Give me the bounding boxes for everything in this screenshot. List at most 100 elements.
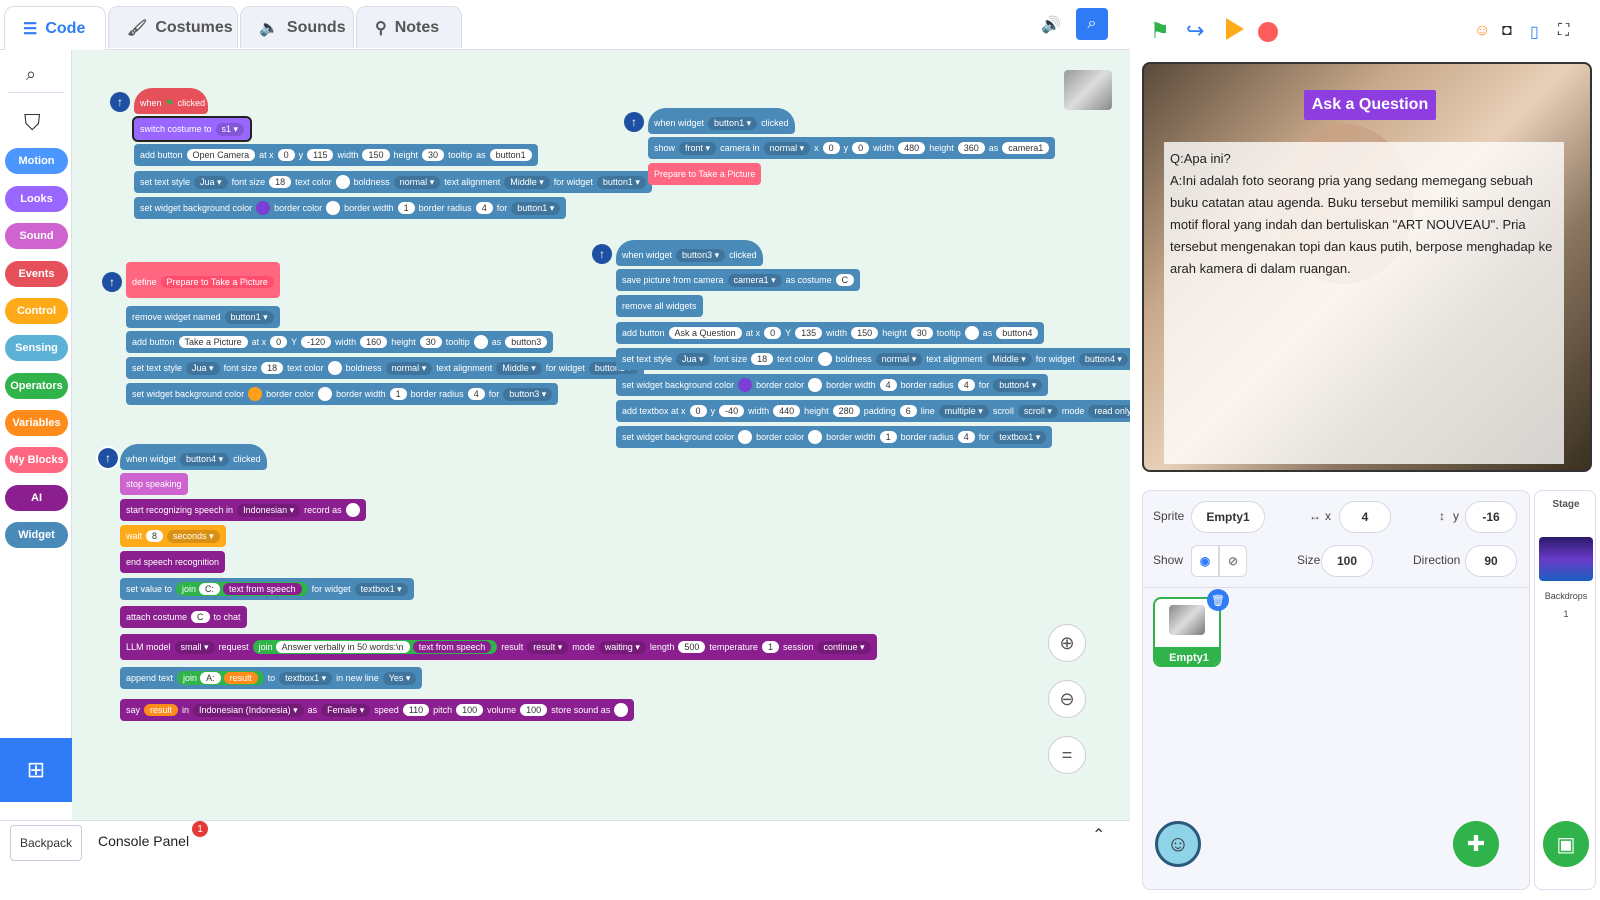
delete-sprite-icon[interactable]: 🗑 [1207, 589, 1229, 611]
newline-dropdown[interactable]: Yes [382, 671, 417, 685]
line-dropdown[interactable]: multiple [938, 404, 989, 418]
backpack-button[interactable]: Backpack [10, 825, 82, 861]
console-panel-label[interactable]: Console Panel [98, 833, 190, 849]
layout-icon[interactable]: ▯ [1530, 24, 1539, 41]
number-input[interactable]: 500 [678, 641, 706, 653]
camera-dropdown[interactable]: front [679, 141, 717, 155]
color-swatch[interactable] [817, 352, 832, 366]
llm-model-block[interactable]: LLM modelsmallrequestjoinAnswer verbally… [120, 634, 877, 660]
show-camera-block[interactable]: showfrontcamera innormalx0y0width480heig… [648, 137, 1056, 159]
number-input[interactable]: 0 [689, 405, 707, 417]
number-input[interactable]: 1 [879, 431, 897, 443]
tooltip-input[interactable] [473, 335, 488, 349]
color-swatch[interactable] [326, 201, 341, 215]
sprite-face-icon[interactable]: ☺ [1474, 22, 1491, 39]
when-widget-clicked-block[interactable]: when widgetbutton4clicked [120, 444, 267, 470]
stage-selector-pane[interactable]: Stage Backdrops 1 ▣ [1534, 490, 1596, 890]
number-input[interactable]: -40 [719, 405, 745, 417]
result-reporter[interactable]: result [223, 672, 258, 684]
category-sound[interactable]: Sound [5, 223, 68, 249]
category-sensing[interactable]: Sensing [5, 335, 68, 361]
mode-dropdown[interactable]: read only [1088, 404, 1130, 418]
tab-notes[interactable]: ⚲Notes [356, 6, 462, 48]
tooltip-input[interactable] [964, 326, 979, 340]
number-input[interactable]: 0 [277, 149, 295, 161]
number-input[interactable]: -120 [301, 336, 332, 348]
widget-dropdown[interactable]: button1 [511, 201, 561, 215]
stop-icon[interactable] [1258, 22, 1278, 42]
number-input[interactable]: 100 [456, 704, 484, 716]
text-input[interactable]: Take a Picture [178, 336, 248, 348]
widget-dropdown[interactable]: button1 [708, 116, 758, 130]
sprite-thumbnail-empty1[interactable]: Empty1 [1153, 597, 1221, 667]
add-backdrop-icon[interactable]: ▣ [1543, 821, 1589, 867]
number-input[interactable]: 4 [467, 388, 485, 400]
widget-dropdown[interactable]: button3 [676, 248, 726, 262]
direction-input[interactable]: 90 [1465, 545, 1517, 577]
text-input[interactable]: A: [200, 672, 221, 684]
volume-icon[interactable]: 🔊 [1041, 17, 1061, 34]
collapse-script-icon[interactable]: ↑ [102, 272, 122, 292]
save-picture-block[interactable]: save picture from cameracamera1as costum… [616, 269, 861, 291]
camera-icon[interactable]: ◘ [1502, 22, 1512, 39]
color-swatch[interactable] [738, 430, 753, 444]
remove-all-widgets-block[interactable]: remove all widgets [616, 295, 703, 317]
collapse-script-icon[interactable]: ↑ [624, 112, 644, 132]
zoom-reset-icon[interactable]: = [1048, 736, 1086, 774]
alignment-dropdown[interactable]: Middle [986, 352, 1032, 366]
widget-dropdown[interactable]: button4 [1078, 352, 1128, 366]
y-input[interactable]: -16 [1465, 501, 1517, 533]
ask-question-button[interactable]: Ask a Question [1304, 90, 1436, 120]
stage-canvas[interactable]: Ask a Question Q:Apa ini? A:Ini adalah f… [1142, 62, 1592, 472]
text-input[interactable]: C: [199, 583, 221, 595]
backdrop-thumbnail[interactable] [1539, 537, 1593, 581]
number-input[interactable]: 4 [957, 431, 975, 443]
number-input[interactable]: 150 [851, 327, 879, 339]
text-input[interactable]: C [835, 274, 855, 286]
font-dropdown[interactable]: Jua [676, 352, 710, 366]
widget-dropdown[interactable]: textbox1 [354, 582, 408, 596]
robot-mascot-icon[interactable]: ☺ [1155, 821, 1201, 867]
category-motion[interactable]: Motion [5, 148, 68, 174]
fullscreen-icon[interactable]: ⛶ [1558, 22, 1570, 39]
store-input[interactable] [614, 703, 629, 717]
number-input[interactable]: 4 [957, 379, 975, 391]
text-input[interactable]: Answer verbally in 50 words:\n [275, 641, 410, 653]
number-input[interactable]: 115 [307, 149, 334, 161]
number-input[interactable]: 6 [899, 405, 917, 417]
show-visible-icon[interactable]: ◉ [1191, 545, 1219, 577]
green-flag-icon[interactable]: ⚑ [1150, 18, 1170, 43]
result-dropdown[interactable]: result [527, 640, 569, 654]
size-input[interactable]: 100 [1321, 545, 1373, 577]
text-input[interactable]: C [191, 611, 210, 623]
speech-reporter[interactable]: text from speech [223, 583, 302, 595]
color-swatch[interactable] [335, 175, 350, 189]
boldness-dropdown[interactable]: normal [875, 352, 923, 366]
answer-textbox[interactable]: Q:Apa ini? A:Ini adalah foto seorang pri… [1164, 142, 1564, 464]
number-input[interactable]: 1 [761, 641, 779, 653]
x-input[interactable]: 4 [1339, 501, 1391, 533]
category-control[interactable]: Control [5, 298, 68, 324]
number-input[interactable]: 480 [898, 142, 926, 154]
text-input[interactable]: Ask a Question [668, 327, 742, 339]
widget-dropdown[interactable]: textbox1 [993, 430, 1047, 444]
language-dropdown[interactable]: Indonesian [237, 503, 301, 517]
color-swatch[interactable] [318, 387, 333, 401]
number-input[interactable]: 0 [852, 142, 870, 154]
text-input[interactable]: camera1 [1002, 142, 1050, 154]
number-input[interactable]: 440 [773, 405, 801, 417]
mode-dropdown[interactable]: normal [763, 141, 811, 155]
category-variables[interactable]: Variables [5, 410, 68, 436]
play-icon[interactable] [1226, 18, 1244, 40]
end-recognition-block[interactable]: end speech recognition [120, 551, 226, 573]
prepare-call-block[interactable]: Prepare to Take a Picture [648, 163, 762, 185]
